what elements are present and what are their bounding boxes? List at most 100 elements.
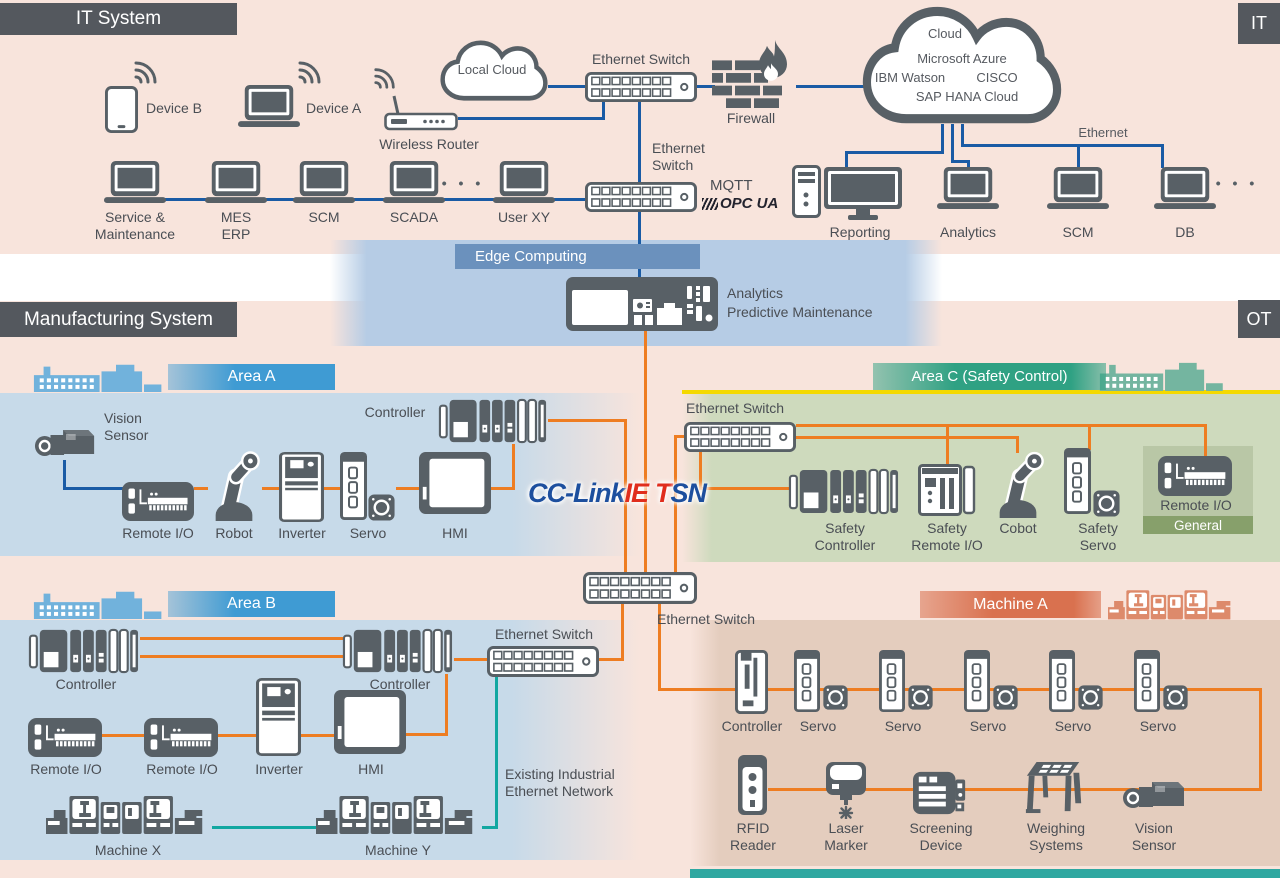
hmi-icon [419, 452, 491, 514]
wifi-icon [297, 59, 323, 85]
net-line [951, 160, 970, 163]
net-line [1259, 688, 1262, 791]
opc-ua-label: OPC UA [720, 195, 779, 212]
net-line [1161, 146, 1164, 168]
servo-amplifier-icon [794, 650, 820, 712]
edge-caption: Analytics [727, 285, 784, 301]
machine-x-icon [46, 780, 212, 840]
factory-icon [32, 588, 172, 619]
machine-x-label: Machine X [94, 842, 162, 858]
laptop-icon [104, 160, 166, 203]
firewall-icon [712, 40, 798, 108]
inverter-label: Inverter [255, 761, 303, 777]
cloud-provider: Microsoft Azure [917, 51, 1007, 66]
it-system-header: IT System [0, 3, 237, 35]
it-tag: IT [1238, 3, 1280, 44]
controller-label: Controller [369, 676, 431, 692]
laptop-icon [383, 160, 445, 203]
local-cloud-label: Local Cloud [457, 62, 527, 77]
net-line [512, 444, 515, 490]
net-line [482, 826, 498, 829]
servo-amplifier-icon [1134, 650, 1160, 712]
ot-tag-label: OT [1246, 308, 1272, 329]
rfid-reader-icon [737, 754, 768, 816]
safety-remote-io-icon [918, 464, 976, 516]
station-label: SCADA [389, 209, 439, 225]
net-line [140, 637, 343, 640]
wireless-router-label: Wireless Router [379, 136, 479, 152]
net-line [1204, 424, 1207, 460]
net-line [1016, 436, 1019, 453]
safety-line-yellow [682, 390, 1280, 394]
controller-icon [28, 628, 140, 674]
net-line [194, 487, 208, 490]
net-line [621, 604, 624, 661]
servo-motor-icon [1092, 489, 1121, 518]
net-line [699, 487, 789, 490]
net-line [396, 487, 420, 490]
station-label: SCM [1062, 224, 1094, 240]
net-line [796, 85, 866, 88]
safety-controller-label: Safety Controller [814, 520, 876, 554]
net-line [491, 487, 515, 490]
edge-computing-title: Edge Computing [455, 244, 700, 269]
net-line [218, 734, 257, 737]
station-label: Service & Maintenance [94, 209, 176, 243]
manufacturing-system-header: Manufacturing System [0, 302, 237, 337]
machine-a-band: Machine A [920, 591, 1101, 618]
net-line [406, 733, 448, 736]
controller-label: Controller [364, 404, 426, 420]
area-c-band: Area C (Safety Control) [873, 363, 1106, 390]
net-line [951, 124, 954, 163]
machine-a-title: Machine A [973, 595, 1048, 613]
station-label: MES ERP [220, 209, 252, 243]
area-c-title: Area C (Safety Control) [911, 368, 1068, 385]
net-line [262, 487, 280, 490]
vision-sensor-label: Vision Sensor [1131, 820, 1177, 854]
it-tag-label: IT [1251, 13, 1267, 33]
edge-computing-label: Edge Computing [475, 248, 587, 265]
weighing-systems-icon [1023, 760, 1087, 815]
cloud-title: Cloud [928, 26, 962, 41]
servo-label: Servo [349, 525, 387, 541]
remote-io-general-icon [1158, 456, 1232, 496]
station-label: SCM [308, 209, 340, 225]
hmi-label: HMI [358, 761, 384, 777]
net-line [63, 487, 124, 490]
laser-marker-icon [822, 762, 872, 819]
servo-label: Servo [969, 718, 1007, 734]
net-line [644, 331, 647, 572]
ethernet-switch-label: Ethernet Switch [657, 611, 756, 627]
remote-io-icon [144, 718, 218, 757]
net-line [796, 436, 1019, 439]
area-a-band: Area A [168, 364, 335, 390]
net-line [961, 124, 964, 147]
local-cloud-icon [440, 40, 548, 102]
controller-label: Controller [721, 718, 783, 734]
ethernet-switch-icon [585, 72, 697, 102]
robot-icon [206, 445, 262, 521]
net-line [495, 677, 498, 829]
servo-amplifier-icon [879, 650, 905, 712]
device-b-label: Device B [146, 100, 203, 116]
remote-io-icon [28, 718, 102, 757]
cloud-provider: CISCO [976, 70, 1018, 85]
general-label: General [1173, 517, 1223, 533]
remote-io-general-label: Remote I/O [1160, 497, 1232, 513]
cloud-provider: SAP HANA Cloud [915, 89, 1019, 104]
servo-label: Servo [1054, 718, 1092, 734]
ellipsis: • • • [441, 175, 485, 191]
ethernet-label: Ethernet [1078, 125, 1128, 140]
net-line [212, 826, 317, 829]
station-label: User XY [497, 209, 551, 225]
remote-io-label: Remote I/O [122, 525, 194, 541]
tablet-icon [105, 86, 138, 133]
servo-motor-icon [992, 684, 1019, 711]
laptop-icon [293, 160, 355, 203]
net-line [458, 117, 605, 120]
ethernet-switch-label: Ethernet Switch [591, 51, 691, 67]
existing-network-label: Existing Industrial Ethernet Network [505, 766, 615, 800]
laptop-icon [937, 166, 999, 209]
